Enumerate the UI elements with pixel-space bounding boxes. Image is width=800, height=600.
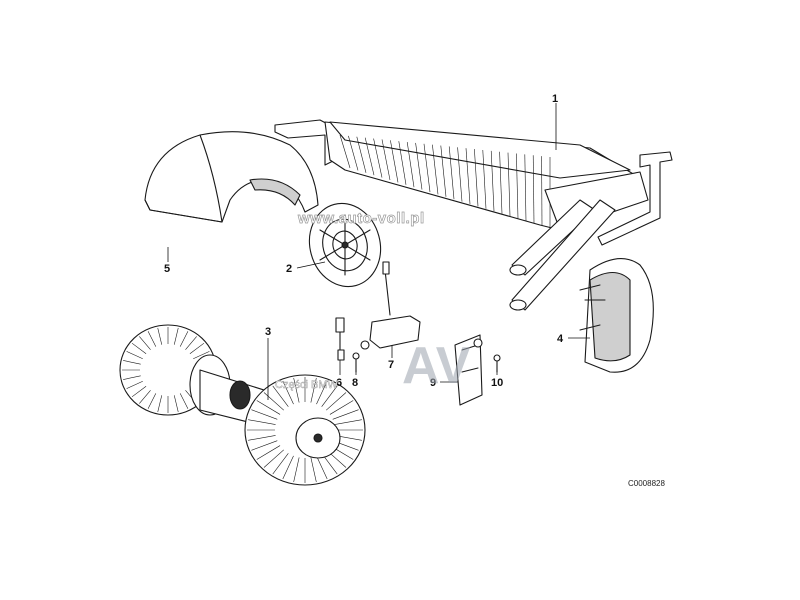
- side-cover-part[interactable]: [579, 258, 654, 373]
- callout-labels: 1 2 3 4 5 6 7 8 9 10: [164, 93, 564, 389]
- leader-lines: [167, 103, 590, 400]
- callout-3[interactable]: 3: [265, 326, 271, 338]
- watermark-logo: AV: [402, 337, 471, 395]
- callout-10[interactable]: 10: [491, 377, 503, 389]
- callout-8[interactable]: 8: [352, 377, 358, 389]
- watermark-tagline: Części BMW: [275, 379, 339, 391]
- callout-9[interactable]: 9: [430, 377, 436, 389]
- callout-4[interactable]: 4: [557, 333, 564, 345]
- heater-core-part[interactable]: [274, 119, 673, 311]
- blower-motor-part[interactable]: [119, 324, 366, 486]
- callout-1[interactable]: 1: [552, 93, 558, 105]
- bracket-part[interactable]: [454, 334, 483, 406]
- watermark-site: www.auto-voll.pl: [297, 210, 425, 227]
- callout-6[interactable]: 6: [336, 377, 342, 389]
- callout-7[interactable]: 7: [388, 359, 394, 371]
- callout-2[interactable]: 2: [286, 263, 292, 275]
- callout-5[interactable]: 5: [164, 263, 170, 275]
- blower-housing-part[interactable]: [144, 131, 319, 223]
- fan-flange-part[interactable]: [300, 195, 389, 294]
- screw-part[interactable]: [352, 352, 360, 373]
- screw-10-part[interactable]: [493, 354, 501, 373]
- resistor-part[interactable]: [360, 261, 421, 350]
- drawing-code: C0008828: [628, 479, 665, 488]
- connector-part[interactable]: [335, 317, 345, 361]
